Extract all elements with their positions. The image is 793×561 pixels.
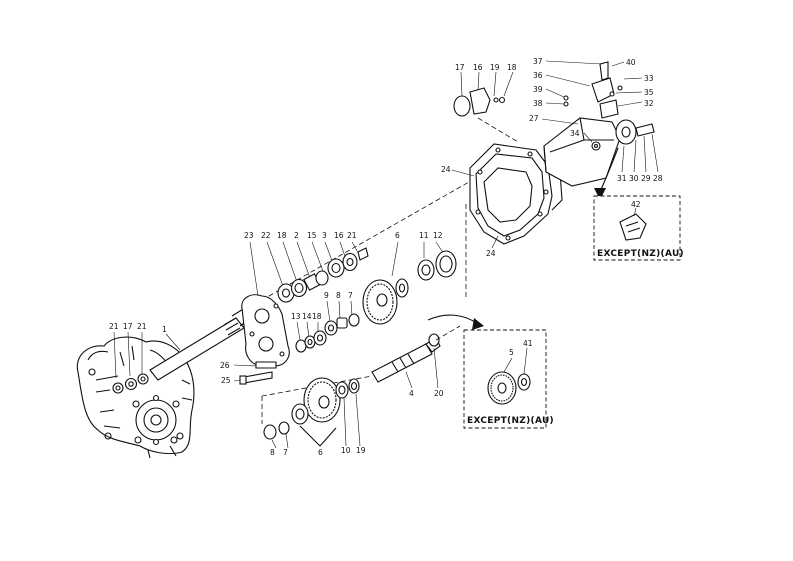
callout-39: 39 bbox=[533, 85, 543, 94]
callout-16: 16 bbox=[473, 63, 483, 72]
callout-19: 19 bbox=[356, 446, 366, 455]
callout-5: 5 bbox=[509, 348, 514, 357]
callout-1: 1 bbox=[162, 325, 167, 334]
callout-16: 16 bbox=[334, 231, 344, 240]
housing-small-parts bbox=[112, 331, 149, 394]
callout-29: 29 bbox=[641, 174, 651, 183]
callout-36: 36 bbox=[533, 71, 543, 80]
callout-23: 23 bbox=[244, 231, 254, 240]
callout-33: 33 bbox=[644, 74, 654, 83]
shaft-4 bbox=[261, 204, 467, 424]
detail-captions: EXCEPT(NZ)(AU) EXCEPT(NZ)(AU) bbox=[467, 249, 684, 426]
callout-21: 21 bbox=[137, 322, 147, 331]
callout-11: 11 bbox=[419, 231, 429, 240]
upper-bearing-stack bbox=[266, 241, 369, 303]
gear-6-upper bbox=[362, 241, 409, 325]
callout-18: 18 bbox=[312, 312, 322, 321]
transmission-housing bbox=[76, 336, 195, 459]
gear-6-lower bbox=[263, 377, 361, 449]
case-24 bbox=[451, 143, 563, 249]
callout-20: 20 bbox=[434, 389, 444, 398]
callout-21: 21 bbox=[109, 322, 119, 331]
callout-18: 18 bbox=[277, 231, 287, 240]
callout-34: 34 bbox=[570, 129, 580, 138]
detail-box-lower bbox=[427, 314, 547, 429]
callout-30: 30 bbox=[629, 174, 639, 183]
callout-9: 9 bbox=[324, 291, 329, 300]
callout-25: 25 bbox=[221, 376, 231, 385]
bearing-plate-23 bbox=[233, 241, 290, 385]
detail-caption-upper: EXCEPT(NZ)(AU) bbox=[597, 249, 684, 259]
callout-17: 17 bbox=[123, 322, 133, 331]
callout-41: 41 bbox=[523, 339, 533, 348]
callout-35: 35 bbox=[644, 88, 654, 97]
callout-42: 42 bbox=[631, 200, 641, 209]
callout-27: 27 bbox=[529, 114, 539, 123]
callout-40: 40 bbox=[626, 58, 636, 67]
callout-38: 38 bbox=[533, 99, 543, 108]
callout-6: 6 bbox=[318, 448, 323, 457]
callout-14: 14 bbox=[302, 312, 312, 321]
callout-2: 2 bbox=[294, 231, 299, 240]
callout-labels: 21 17 21 1 26 25 23 22 18 2 15 3 16 21 1… bbox=[109, 57, 663, 457]
cover-top-parts bbox=[453, 60, 643, 143]
callout-12: 12 bbox=[433, 231, 443, 240]
callout-6: 6 bbox=[395, 231, 400, 240]
callout-28: 28 bbox=[653, 174, 663, 183]
callout-26: 26 bbox=[220, 361, 230, 370]
callout-10: 10 bbox=[341, 446, 351, 455]
callout-21: 21 bbox=[347, 231, 357, 240]
callout-15: 15 bbox=[307, 231, 317, 240]
callout-22: 22 bbox=[261, 231, 271, 240]
callout-32: 32 bbox=[644, 99, 654, 108]
cover-27 bbox=[541, 117, 621, 187]
callout-37: 37 bbox=[533, 57, 543, 66]
callout-3: 3 bbox=[322, 231, 327, 240]
detail-box-upper bbox=[593, 195, 681, 261]
callout-13: 13 bbox=[291, 312, 301, 321]
callout-18: 18 bbox=[507, 63, 517, 72]
callout-24: 24 bbox=[486, 249, 496, 258]
callout-24: 24 bbox=[441, 165, 451, 174]
callout-7: 7 bbox=[283, 448, 288, 457]
callout-7: 7 bbox=[348, 291, 353, 300]
lower-bearing-stack bbox=[295, 300, 360, 353]
callout-8: 8 bbox=[270, 448, 275, 457]
detail-caption-lower: EXCEPT(NZ)(AU) bbox=[467, 416, 554, 426]
callout-19: 19 bbox=[490, 63, 500, 72]
shaft-parts-28-31 bbox=[594, 119, 659, 200]
callout-17: 17 bbox=[455, 63, 465, 72]
callout-8: 8 bbox=[336, 291, 341, 300]
callout-4: 4 bbox=[409, 389, 414, 398]
callout-31: 31 bbox=[617, 174, 627, 183]
bearing-11-12 bbox=[417, 241, 457, 281]
